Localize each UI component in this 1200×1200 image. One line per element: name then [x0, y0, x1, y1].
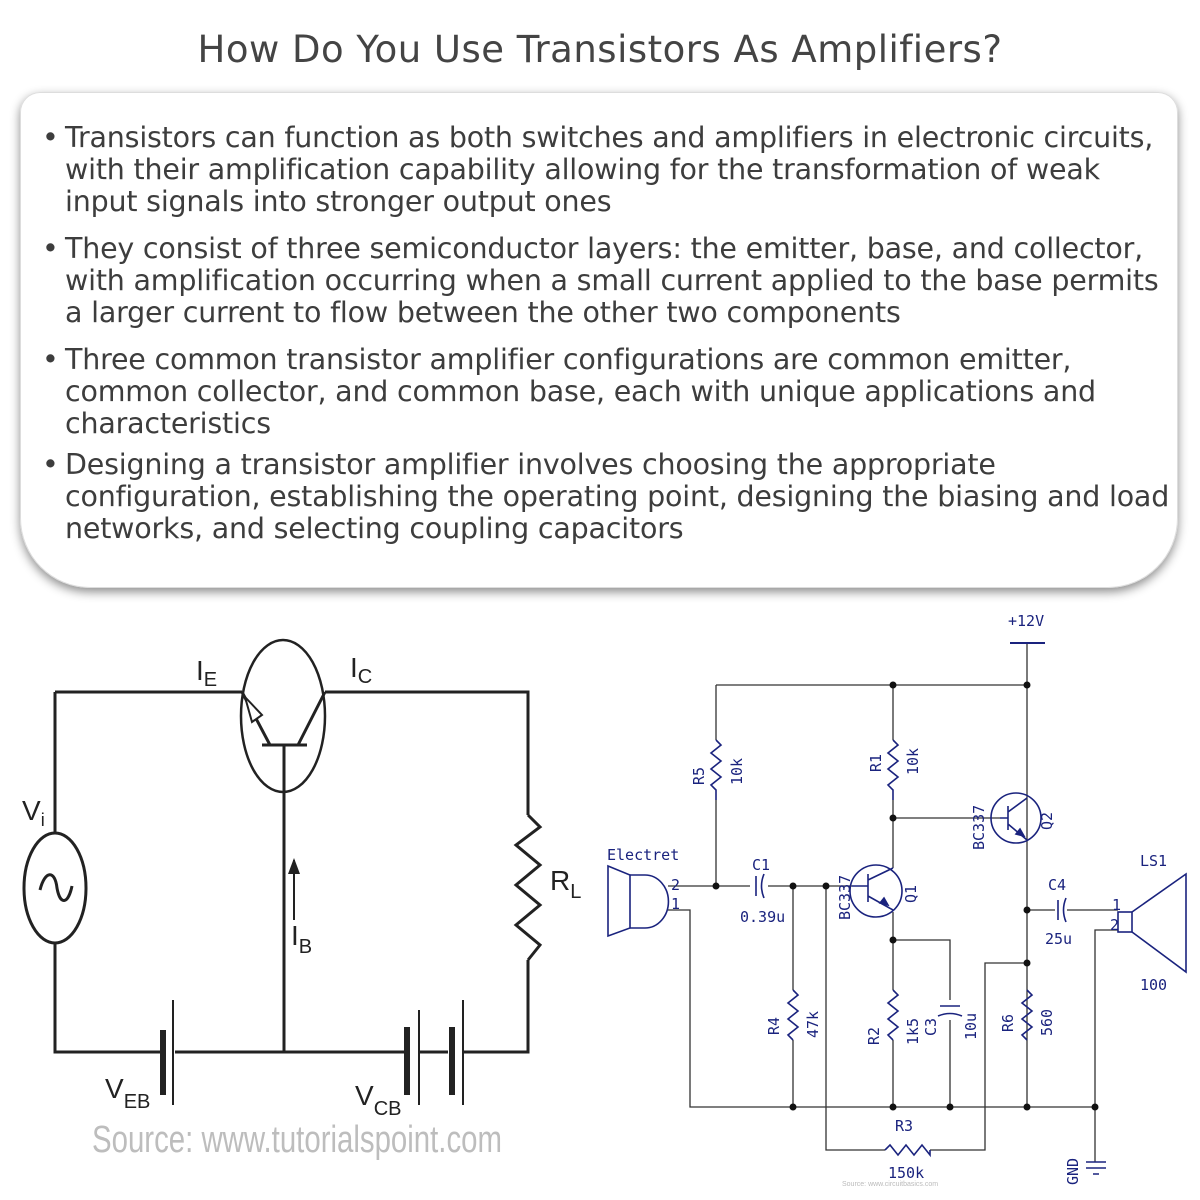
supply-label: +12V [1008, 612, 1044, 630]
gnd-label: GND [1064, 1158, 1082, 1185]
sine-icon [38, 873, 74, 902]
ground-icon [1086, 1161, 1106, 1175]
vcb-battery-icon [404, 1000, 464, 1105]
r6-value: 560 [1038, 1009, 1056, 1036]
speaker-value: 100 [1140, 976, 1167, 994]
bullet-item: •Designing a transistor amplifier involv… [42, 448, 1170, 545]
ib-label: IB [291, 920, 312, 958]
r3-label: R3 [895, 1117, 913, 1135]
r1-label: R1 [867, 754, 885, 772]
bullet-item: •Three common transistor amplifier confi… [42, 343, 1096, 440]
q2-type: BC337 [970, 805, 988, 850]
rl-label: RL [550, 865, 581, 903]
bullet-item: •Transistors can function as both switch… [42, 121, 1154, 218]
ac-source-icon [22, 831, 88, 945]
speaker-icon [1117, 872, 1187, 974]
speaker-label: LS1 [1140, 852, 1167, 870]
bullet-card [20, 92, 1178, 588]
capacitor-icons [755, 873, 1067, 1017]
q2-label: Q2 [1038, 812, 1056, 830]
c4-label: C4 [1048, 876, 1066, 894]
q1-type: BC337 [836, 875, 854, 920]
vi-label: Vi [22, 795, 45, 830]
r2-value: 1k5 [904, 1018, 922, 1045]
r5-label: R5 [690, 767, 708, 785]
c3-label: C3 [922, 1018, 940, 1036]
vcb-label: VCB [355, 1080, 401, 1120]
bullet-item: •They consist of three semiconductor lay… [42, 232, 1159, 329]
microphone-amplifier-circuit: +12V Electret LS1 100 2 1 1 2 GND C1 0.3… [607, 612, 1187, 1188]
speaker-pin1: 1 [1112, 896, 1121, 914]
bullet-list: •Transistors can function as both switch… [42, 122, 1172, 560]
bullet-text: Designing a transistor amplifier involve… [65, 448, 1170, 545]
ie-label: IE [196, 655, 217, 691]
c4-value: 25u [1045, 930, 1072, 948]
veb-label: VEB [105, 1073, 150, 1113]
circuit-diagrams: IE IC Vi IB RL VEB VCB Source: www.tutor… [22, 612, 1187, 1188]
veb-battery-icon [160, 1000, 174, 1105]
arrow-head-icon [288, 858, 300, 874]
bullet-text: Three common transistor amplifier config… [65, 343, 1096, 440]
speaker-pin2: 2 [1110, 916, 1119, 934]
mic-label: Electret [607, 846, 679, 864]
transistor-q2-icon [990, 792, 1042, 844]
circuit-wires [668, 643, 1118, 1162]
r3-value: 150k [888, 1164, 924, 1182]
transistor-q1-icon [849, 864, 903, 918]
r1-value: 10k [904, 748, 922, 775]
mic-pin1: 1 [671, 895, 680, 913]
r4-label: R4 [765, 1017, 783, 1035]
page-title: How Do You Use Transistors As Amplifiers… [197, 28, 1003, 71]
r2-label: R2 [865, 1027, 883, 1045]
r6-label: R6 [999, 1014, 1017, 1032]
bullet-text: Transistors can function as both switche… [65, 121, 1154, 218]
emitter-arrow-icon [244, 696, 264, 724]
ic-label: IC [350, 652, 372, 688]
c1-value: 0.39u [740, 908, 785, 926]
load-resistor-icon [513, 813, 543, 961]
source-credit-left: Source: www.tutorialspoint.com [92, 1119, 502, 1161]
junction-dots [712, 681, 1099, 1111]
c3-value: 10u [962, 1013, 980, 1040]
resistor-icons [709, 739, 1034, 1158]
q1-label: Q1 [902, 885, 920, 903]
source-credit-right: Source: www.circuitbasics.com [842, 1181, 938, 1188]
mic-pin2: 2 [671, 876, 680, 894]
transistor-leads [240, 691, 327, 1052]
r5-value: 10k [728, 758, 746, 785]
c1-label: C1 [752, 856, 770, 874]
microphone-icon [607, 864, 670, 938]
common-base-circuit: IE IC Vi IB RL VEB VCB Source: www.tutor… [22, 638, 581, 1161]
bullet-text: They consist of three semiconductor laye… [65, 232, 1159, 329]
r4-value: 47k [804, 1011, 822, 1038]
